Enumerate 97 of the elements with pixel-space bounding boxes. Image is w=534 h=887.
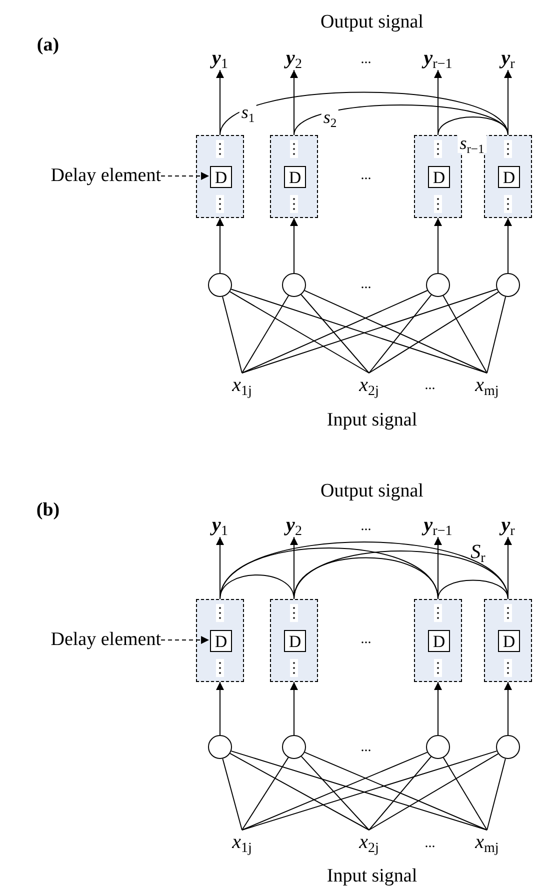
connector-line [368,294,432,374]
input-label: x$_{2j}$ [351,830,387,856]
arrow [216,682,224,736]
delay-box: D [428,630,450,652]
ellipsis-text: ... [424,837,436,851]
edge-label: s$_{1}$ [239,102,257,122]
delay-box: D [428,166,450,188]
connector-line [230,753,370,830]
arrow [504,682,512,736]
connector-line [368,753,499,830]
curved-connector [220,542,508,600]
output-label: y$_{r}$ [484,46,532,70]
arrow [290,682,298,736]
delay-box: D [284,630,306,652]
delay-box: D [210,166,232,188]
edge-label: s$_{r−1}$ [458,133,486,153]
connector-line [229,291,370,374]
connector-line [368,292,499,374]
neuron-circle [282,273,306,297]
arrow [290,70,298,136]
dashed-block [484,599,532,682]
connector-line [368,756,432,830]
ellipsis-text: ... [360,741,372,755]
arrow [434,682,442,736]
edge-label: s$_{2}$ [321,107,339,127]
connector-line [486,296,506,374]
ellipsis-text: ... [360,169,372,183]
curved-connector [294,550,508,600]
connector-line [442,295,488,374]
input-label: x$_{mj}$ [469,830,505,856]
neuron-circle [426,735,450,759]
arrow [160,172,210,180]
output-label: y$_{2}$ [270,46,318,70]
connector-line [242,757,289,830]
arrow [504,218,512,274]
delay-box: D [498,166,520,188]
curved-connector [438,116,508,136]
input-label: x$_{mj}$ [469,373,505,399]
connector-line [304,290,488,374]
curved-connector [438,580,508,600]
ellipsis-text: ... [360,520,372,534]
arrow [290,218,298,274]
set-label: S$_{r}$ [470,542,486,562]
annotation-text: Delay element [6,628,161,652]
neuron-circle [208,273,232,297]
panel-label: (b) [36,500,60,520]
dashed-block [414,599,462,682]
arrow [434,70,442,136]
signal-caption: Input signal [326,410,418,430]
output-label: y$_{1}$ [196,513,244,537]
connector-line [486,758,506,830]
output-label: y$_{2}$ [270,513,318,537]
dashed-block [484,135,532,218]
delay-box: D [284,166,306,188]
arrow [504,70,512,136]
arrow [216,218,224,274]
delay-box: D [210,630,232,652]
connector-line [300,756,370,830]
dashed-block [414,135,462,218]
signal-caption: Input signal [326,866,418,886]
output-label: y$_{r}$ [484,513,532,537]
neuron-circle [496,735,520,759]
curved-connector [294,557,438,600]
ellipsis-text: ... [424,379,436,393]
connector-line [442,757,488,830]
ellipsis-text: ... [360,633,372,647]
panel-label: (a) [36,36,60,54]
output-label: y$_{r−1}$ [414,46,462,70]
ellipsis-text: ... [360,53,372,67]
signal-caption: Output signal [320,12,424,32]
dashed-block [270,599,318,682]
dashed-block [196,599,244,682]
connector-line [304,752,488,830]
curved-connector [220,92,508,136]
connector-line [222,296,242,374]
connector-line [242,295,289,374]
output-label: y$_{1}$ [196,46,244,70]
annotation-text: Delay element [6,164,161,188]
connector-line [242,752,428,830]
connector-line [242,290,428,374]
input-label: x$_{2j}$ [351,373,387,399]
dashed-block [196,135,244,218]
output-label: y$_{r−1}$ [414,513,462,537]
delay-box: D [498,630,520,652]
ellipsis-text: ... [360,278,372,292]
connector-line [222,758,242,830]
arrow [434,218,442,274]
input-label: x$_{1j}$ [224,830,260,856]
dashed-block [270,135,318,218]
connector-line [300,294,370,374]
neuron-circle [496,273,520,297]
neuron-circle [282,735,306,759]
arrow [160,636,210,644]
input-label: x$_{1j}$ [224,373,260,399]
signal-caption: Output signal [320,482,424,500]
neuron-circle [426,273,450,297]
neuron-circle [208,735,232,759]
